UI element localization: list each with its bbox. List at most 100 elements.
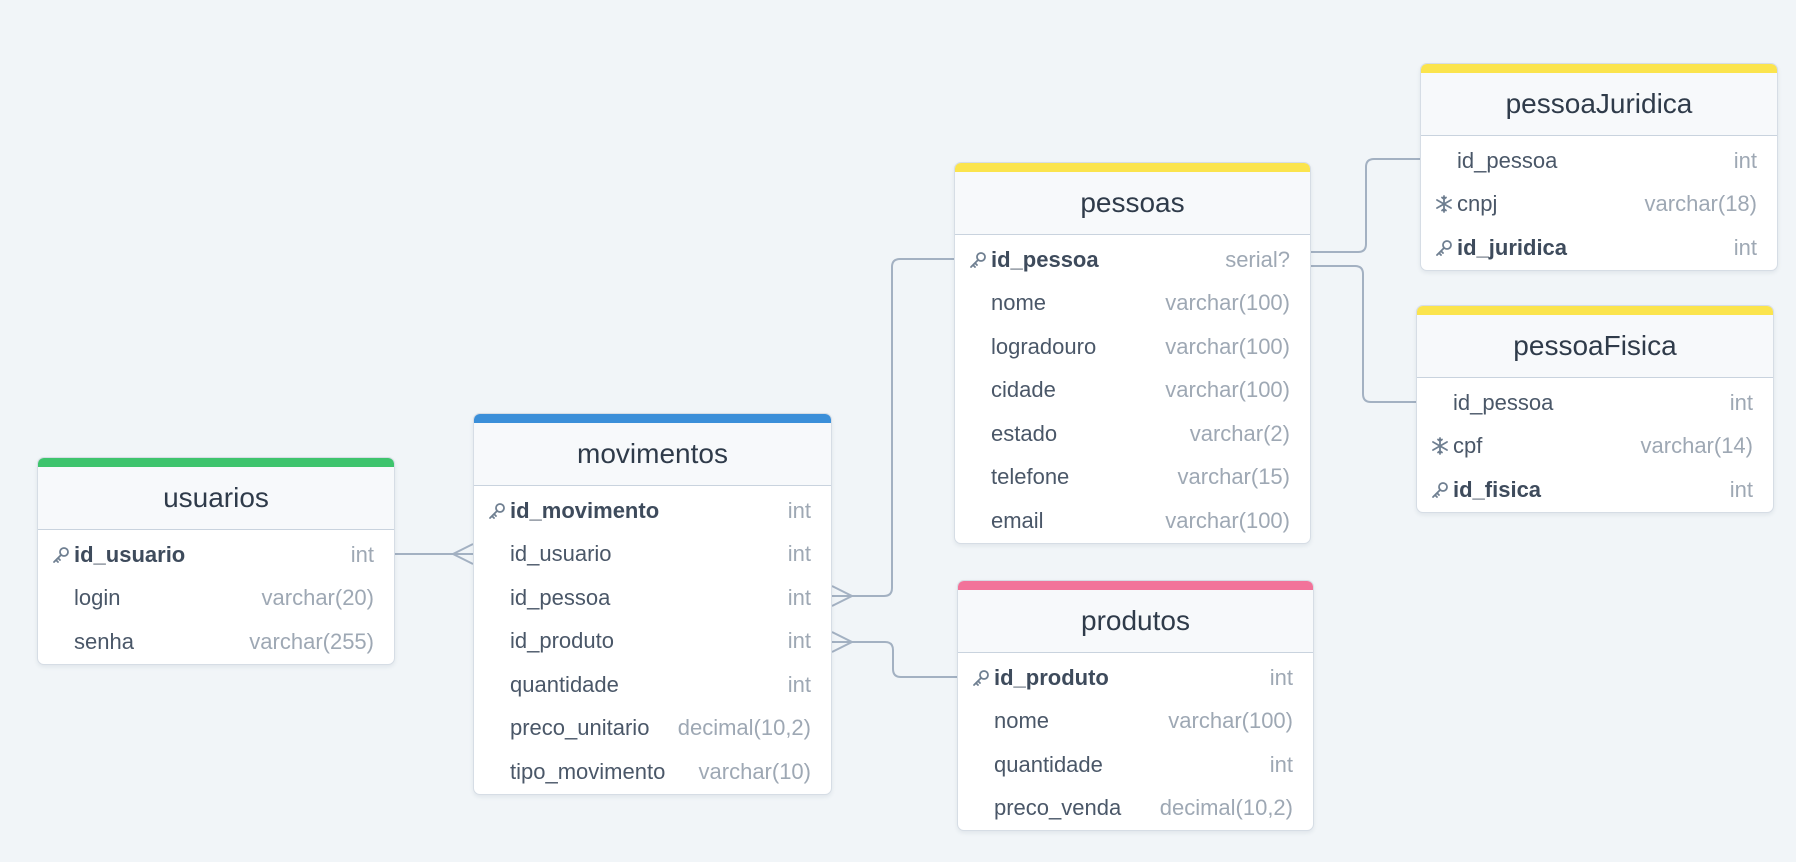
field-row[interactable]: login varchar(20) [38,577,394,621]
field-name: preco_venda [994,795,1122,821]
field-row[interactable]: nome varchar(100) [955,282,1310,326]
field-row[interactable]: email varchar(100) [955,499,1310,543]
field-icon-placeholder [48,585,74,611]
connector-pessoas-pessoajuridica[interactable] [1311,158,1420,253]
table-title[interactable]: pessoaFisica [1417,315,1773,378]
field-type: varchar(100) [1165,290,1290,316]
field-name: id_pessoa [510,584,611,610]
connector-usuarios-movimentos[interactable] [395,543,474,565]
field-name: nome [994,708,1050,734]
field-type: varchar(14) [1640,433,1753,459]
field-name: nome [991,290,1047,316]
table-title[interactable]: pessoas [955,172,1310,235]
field-row[interactable]: id_juridica int [1421,226,1777,270]
field-row[interactable]: preco_venda decimal(10,2) [958,787,1313,831]
table-accent-bar [474,414,831,423]
field-type: int [787,584,811,610]
field-row[interactable]: nome varchar(100) [958,700,1313,744]
field-row[interactable]: id_fisica int [1417,468,1773,512]
field-row[interactable]: cidade varchar(100) [955,369,1310,413]
field-name: id_juridica [1457,234,1568,260]
field-icon-placeholder [1427,390,1453,416]
field-name: id_usuario [74,541,186,567]
connector-produtos-movimentos[interactable] [831,631,957,678]
key-icon [965,247,991,273]
table-title[interactable]: pessoaJuridica [1421,73,1777,136]
field-icon-placeholder [484,585,510,611]
field-name: cidade [991,377,1056,403]
field-type: varchar(2) [1189,420,1290,446]
key-icon [1427,477,1453,503]
field-type: int [350,541,374,567]
field-row[interactable]: id_pessoa int [474,576,831,620]
field-type: varchar(100) [1168,708,1293,734]
table-title[interactable]: movimentos [474,423,831,486]
field-name: login [74,585,121,611]
field-icon-placeholder [968,752,994,778]
key-icon [48,542,74,568]
field-type: varchar(100) [1165,377,1290,403]
field-type: varchar(20) [261,585,374,611]
table-accent-bar [1417,306,1773,315]
field-type: int [1733,234,1757,260]
field-type: int [787,541,811,567]
field-type: varchar(100) [1165,333,1290,359]
field-type: serial? [1225,246,1290,272]
field-row[interactable]: id_pessoa int [1421,139,1777,183]
field-name: id_usuario [510,541,612,567]
field-icon-placeholder [965,290,991,316]
field-name: id_fisica [1453,476,1542,502]
field-row[interactable]: id_usuario int [474,533,831,577]
field-type: int [787,497,811,523]
field-icon-placeholder [965,334,991,360]
field-name: email [991,507,1044,533]
field-row[interactable]: id_usuario int [38,533,394,577]
field-name: senha [74,628,134,654]
field-name: quantidade [510,671,619,697]
connector-pessoas-pessoafisica[interactable] [1311,265,1416,403]
field-icon-placeholder [484,759,510,785]
field-name: id_pessoa [1457,147,1558,173]
field-type: varchar(100) [1165,507,1290,533]
field-type: int [1729,476,1753,502]
field-icon-placeholder [484,672,510,698]
table-usuarios[interactable]: usuarios id_usuario int login varchar(20) sen… [37,457,395,665]
field-name: id_pessoa [1453,389,1554,415]
field-type: varchar(15) [1177,464,1290,490]
connector-pessoas-movimentos[interactable] [831,258,955,607]
field-icon-placeholder [965,508,991,534]
table-title[interactable]: usuarios [38,467,394,530]
field-name: tipo_movimento [510,758,666,784]
field-icon-placeholder [968,708,994,734]
field-icon-placeholder [48,629,74,655]
field-type: decimal(10,2) [1159,795,1293,821]
field-name: id_produto [994,664,1109,690]
field-icon-placeholder [968,795,994,821]
table-title[interactable]: produtos [958,590,1313,653]
field-type: int [1733,147,1757,173]
